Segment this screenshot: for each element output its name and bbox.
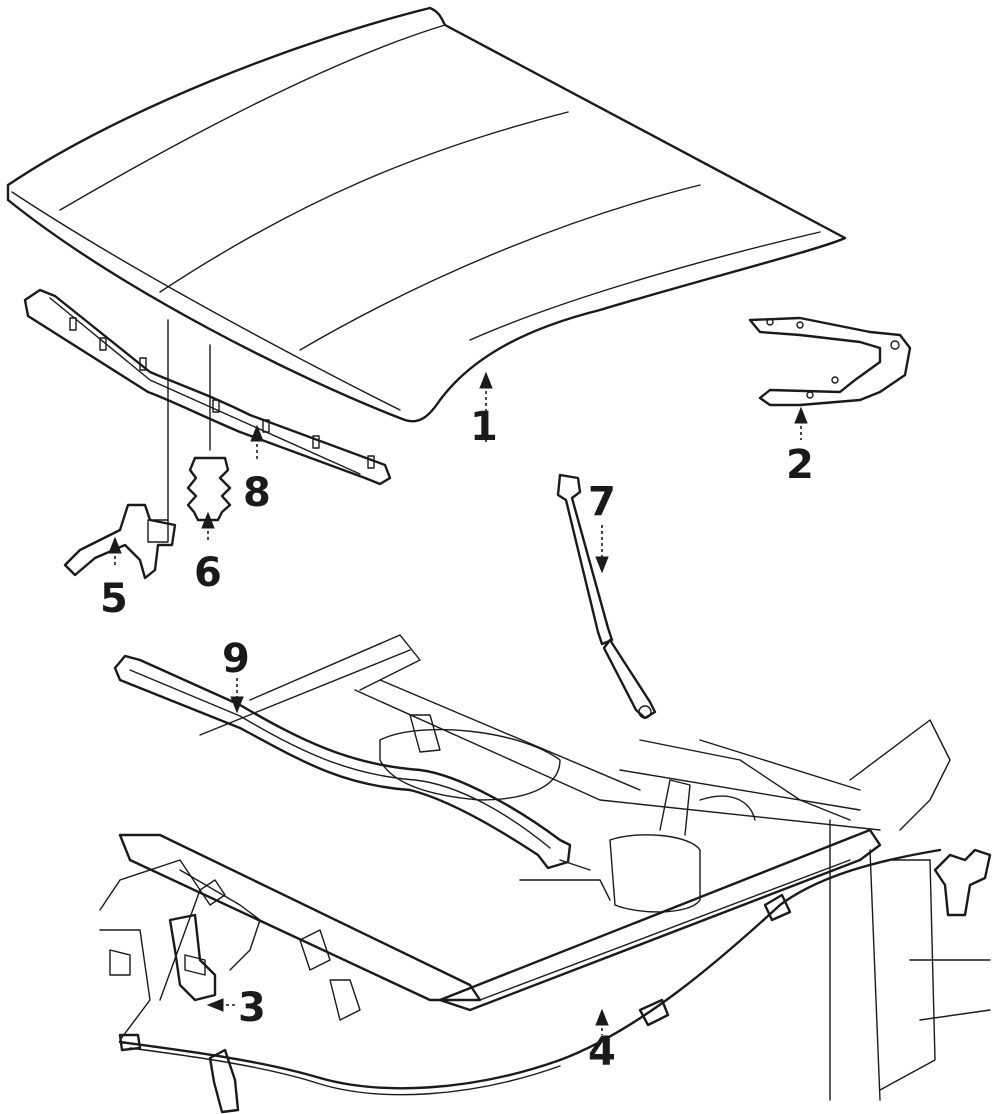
cowl-weatherstrip (113, 654, 572, 870)
callout-label-5: 5 (100, 576, 128, 622)
hood-hinge (748, 316, 912, 407)
callout-9: 9 (222, 636, 250, 714)
hood-bumper (186, 456, 232, 522)
callout-label-9: 9 (222, 636, 250, 682)
callout-label-6: 6 (194, 550, 222, 596)
hood-release-cable (118, 848, 992, 1114)
hood-safety-catch (63, 503, 177, 580)
callout-4: 4 (588, 1008, 616, 1075)
hood-support-strut (556, 473, 657, 720)
callout-6: 6 (194, 511, 222, 596)
callout-7: 7 (588, 479, 616, 574)
hood-seal-strip (23, 288, 392, 486)
callout-1: 1 (470, 371, 498, 450)
callout-label-7: 7 (588, 479, 616, 525)
hood-panel (6, 6, 847, 423)
callout-label-4: 4 (588, 1029, 616, 1075)
vehicle-front-structure (99, 634, 991, 1101)
callout-3: 3 (206, 985, 266, 1031)
callout-5: 5 (100, 536, 128, 622)
callout-2: 2 (786, 406, 814, 488)
callout-8: 8 (243, 424, 271, 516)
callout-label-2: 2 (786, 442, 814, 488)
callout-label-8: 8 (243, 470, 271, 516)
callout-label-3: 3 (238, 985, 266, 1031)
callout-label-1: 1 (470, 404, 498, 450)
